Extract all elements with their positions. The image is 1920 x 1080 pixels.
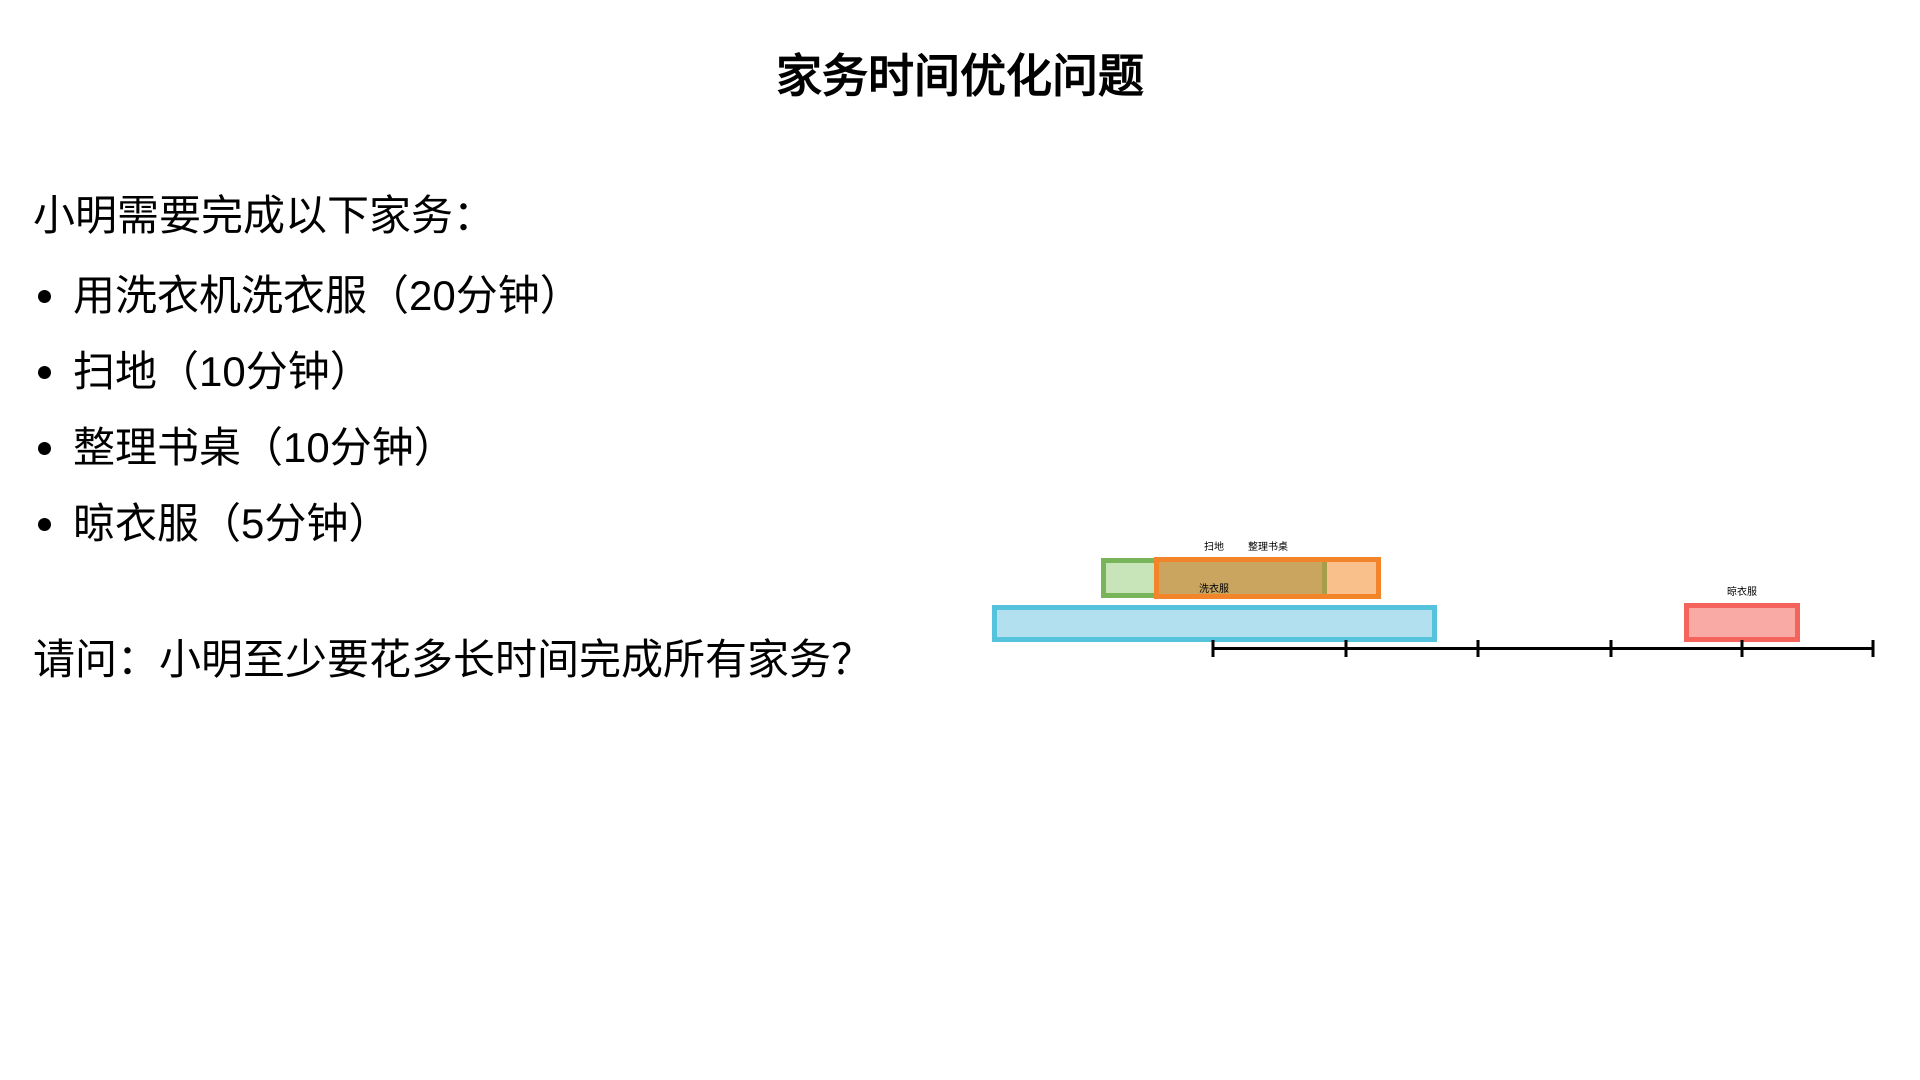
time-axis xyxy=(1213,647,1873,650)
bar-label-saodi: 扫地 xyxy=(1204,542,1224,553)
task-label: 整理书桌（10分钟） xyxy=(73,424,456,471)
bar-liangyifu xyxy=(1684,603,1800,642)
axis-tick xyxy=(1476,640,1480,657)
task-item: 整理书桌（10分钟） xyxy=(38,422,456,474)
task-label: 用洗衣机洗衣服（20分钟） xyxy=(73,272,582,319)
page-title: 家务时间优化问题 xyxy=(776,50,1144,102)
bar-zhengli-shuzhuo xyxy=(1154,557,1381,599)
bar-label-zhengli-shuzhuo: 整理书桌 xyxy=(1248,542,1288,553)
gantt-diagram: 扫地 整理书桌 洗衣服 晾衣服 xyxy=(980,535,1920,680)
problem-intro: 小明需要完成以下家务： xyxy=(33,192,496,239)
axis-tick xyxy=(1344,640,1348,657)
bar-label-liangyifu: 晾衣服 xyxy=(1727,587,1757,598)
axis-tick xyxy=(1609,640,1613,657)
bullet-dot xyxy=(38,290,51,303)
bar-label-xiyifu: 洗衣服 xyxy=(1199,584,1229,595)
task-item: 晾衣服（5分钟） xyxy=(38,498,390,550)
axis-tick xyxy=(1211,640,1215,657)
axis-tick xyxy=(1871,640,1875,657)
task-label: 晾衣服（5分钟） xyxy=(73,500,391,547)
task-item: 用洗衣机洗衣服（20分钟） xyxy=(38,270,582,322)
task-item: 扫地（10分钟） xyxy=(38,346,372,398)
bullet-dot xyxy=(38,518,51,531)
problem-question: 请问：小明至少要花多长时间完成所有家务？ xyxy=(33,636,874,683)
bullet-dot xyxy=(38,442,51,455)
bar-xiyifu xyxy=(992,605,1437,642)
bullet-dot xyxy=(38,366,51,379)
axis-tick xyxy=(1740,640,1744,657)
task-label: 扫地（10分钟） xyxy=(73,348,372,395)
